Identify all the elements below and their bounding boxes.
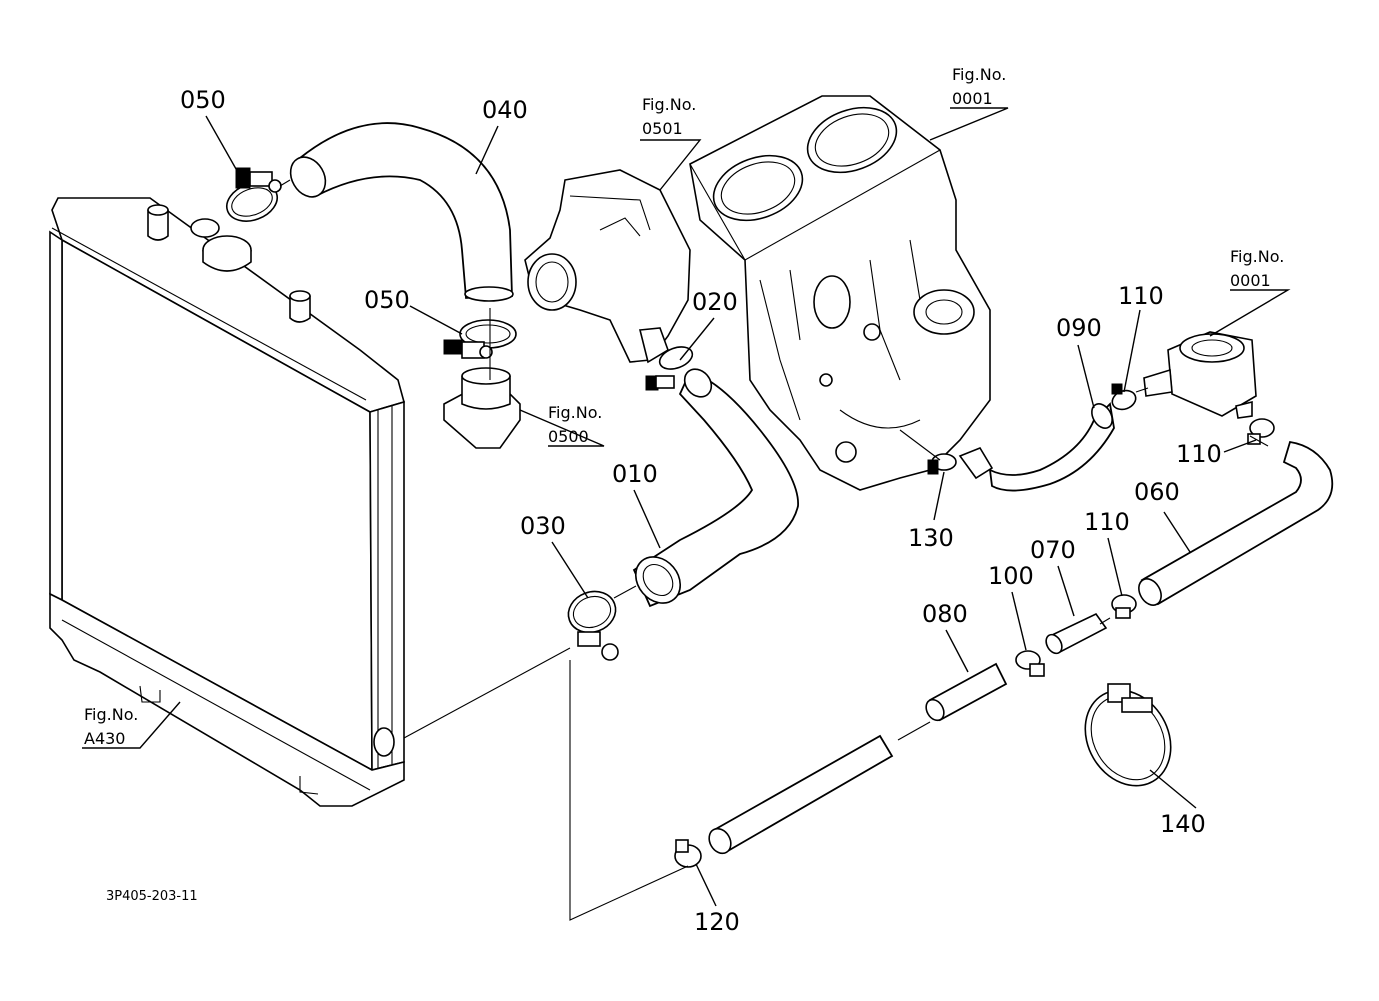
callout-020: 020	[692, 288, 738, 316]
fig-ref-0500-prefix: Fig.No.	[548, 403, 602, 422]
drain-hose	[708, 734, 894, 855]
callout-130: 130	[908, 524, 954, 552]
callout-030: 030	[520, 512, 566, 540]
fig-ref-a430-number: A430	[84, 729, 125, 748]
upper-hose-040	[289, 122, 514, 302]
assembly-guide-lines	[279, 179, 1269, 921]
band-clamp-140	[1084, 683, 1172, 787]
hose-clamp-050-top	[226, 167, 282, 222]
fig-ref-0500-number: 0500	[548, 427, 589, 446]
fig-ref-a430-prefix: Fig.No.	[84, 705, 138, 724]
callout-080: 080	[922, 600, 968, 628]
callout-070: 070	[1030, 536, 1076, 564]
callout-110-upper: 110	[1118, 282, 1164, 310]
fig-ref-0501-number: 0501	[642, 119, 683, 138]
callout-100: 100	[988, 562, 1034, 590]
lower-hose-010	[632, 368, 799, 608]
hose-clamp-110-upper	[1111, 383, 1137, 411]
hose-clamp-110-right	[1247, 418, 1275, 445]
callout-010: 010	[612, 460, 658, 488]
callout-120: 120	[694, 908, 740, 936]
hose-clamp-120	[674, 839, 702, 868]
thermostat-cover-0500	[443, 367, 521, 449]
callout-040: 040	[482, 96, 528, 124]
fig-ref-0001-top-prefix: Fig.No.	[952, 65, 1006, 84]
hose-clamp-100	[1015, 650, 1045, 677]
water-flange-0501	[524, 169, 691, 364]
callout-050-top: 050	[180, 86, 226, 114]
callout-050-mid: 050	[364, 286, 410, 314]
hose-060	[1138, 440, 1334, 606]
callout-090: 090	[1056, 314, 1102, 342]
callout-060: 060	[1134, 478, 1180, 506]
callout-140: 140	[1160, 810, 1206, 838]
callout-110-right: 110	[1176, 440, 1222, 468]
fig-ref-0001-right-prefix: Fig.No.	[1230, 247, 1284, 266]
callout-110-lower: 110	[1084, 508, 1130, 536]
drawing-code: 3P405-203-11	[106, 889, 198, 904]
leader-lines	[82, 107, 1291, 907]
hose-clamp-030	[567, 590, 619, 661]
hose-clamp-110-lower	[1111, 594, 1137, 619]
fig-ref-0001-right-number: 0001	[1230, 271, 1271, 290]
oil-cooler-0001	[1143, 331, 1257, 419]
engine-block-0001	[689, 95, 991, 491]
hose-clamp-020	[645, 346, 694, 391]
hose-090	[988, 402, 1115, 492]
pipe-070	[1045, 612, 1108, 655]
fig-ref-0001-top-number: 0001	[952, 89, 993, 108]
fig-ref-0501-prefix: Fig.No.	[642, 95, 696, 114]
hose-clamp-050-mid	[443, 319, 517, 359]
radiator	[49, 197, 405, 807]
hose-080	[925, 662, 1008, 722]
